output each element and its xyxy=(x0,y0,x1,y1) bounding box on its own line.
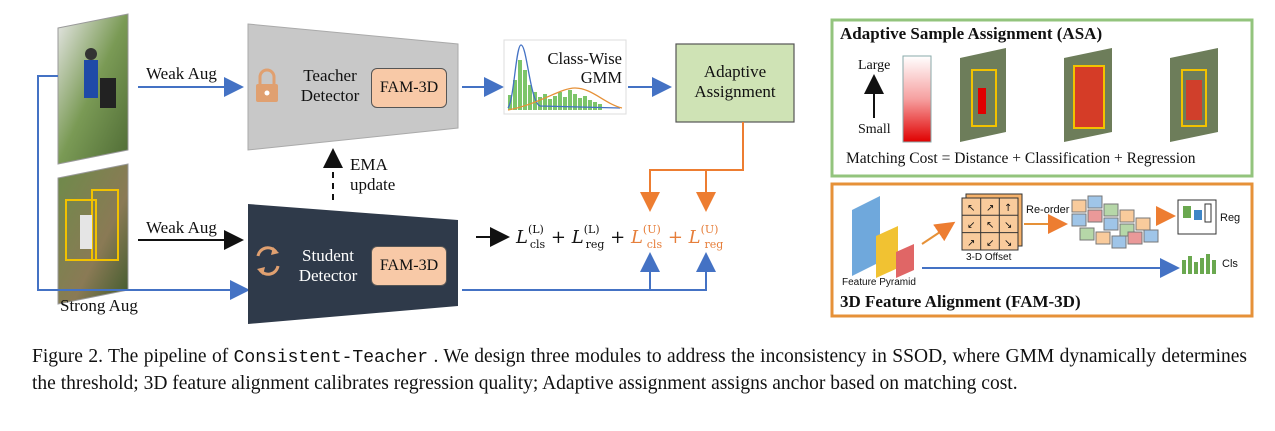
input-image-weak xyxy=(57,13,129,165)
teacher-detector xyxy=(247,23,459,151)
fam-student-box: FAM-3D xyxy=(371,246,447,286)
pyramid-to-offset-arrow xyxy=(921,221,956,245)
svg-text:↖: ↖ xyxy=(986,220,994,231)
strong-to-loss-arrow-reg xyxy=(462,252,716,291)
svg-text:↘: ↘ xyxy=(1004,238,1012,249)
student-detector xyxy=(248,204,458,324)
svg-text:↙: ↙ xyxy=(986,238,994,249)
svg-text:↘: ↘ xyxy=(1004,220,1012,231)
fam3d-title: 3D Feature Alignment (FAM-3D) xyxy=(840,292,1081,311)
reg-output-icon xyxy=(1177,199,1217,235)
reordered-cubes xyxy=(1071,195,1159,249)
cls-label: Cls xyxy=(1222,258,1238,270)
figure-caption: Figure 2. The pipeline of Consistent-Tea… xyxy=(32,346,1247,394)
offset-grid: ↖ ↗ ↑ ↙ ↖ ↘ ↗ ↙ ↘ xyxy=(961,193,1023,251)
weak-aug-label-top: Weak Aug xyxy=(146,64,217,83)
gmm-histogram xyxy=(503,39,627,115)
pipeline-diagram: ↖ ↗ ↑ ↙ ↖ ↘ ↗ ↙ ↘ xyxy=(37,13,1254,324)
svg-text:↗: ↗ xyxy=(986,203,994,214)
feature-pyramid-label: Feature Pyramid xyxy=(842,277,916,288)
asa-title: Adaptive Sample Assignment (ASA) xyxy=(840,24,1103,43)
scale-large-label: Large xyxy=(858,58,891,73)
heat-colorbar xyxy=(902,55,932,143)
asa-heatmap-images xyxy=(960,48,1218,142)
matching-cost-label: Matching Cost = Distance + Classificatio… xyxy=(846,150,1196,167)
scale-small-label: Small xyxy=(858,122,891,137)
reorder-label: Re-order xyxy=(1026,204,1070,216)
lock-icon xyxy=(256,68,278,102)
feature-pyramid xyxy=(852,196,914,278)
svg-text:↑: ↑ xyxy=(1004,203,1012,214)
strong-aug-arrow xyxy=(37,75,250,300)
adaptive-to-cls-arrow xyxy=(640,122,744,212)
refresh-icon xyxy=(256,246,280,276)
weak-aug-label-bottom: Weak Aug xyxy=(146,218,217,237)
strong-aug-label: Strong Aug xyxy=(60,296,138,315)
fam-teacher-box: FAM-3D xyxy=(371,68,447,108)
svg-text:↗: ↗ xyxy=(967,238,975,249)
loss-formula: L(L)cls + L(L)reg + L(U)cls + L(U)reg xyxy=(516,223,724,251)
svg-text:↙: ↙ xyxy=(967,220,975,231)
svg-text:↖: ↖ xyxy=(967,203,975,214)
adaptive-assignment-box xyxy=(675,43,795,123)
input-image-strong xyxy=(57,163,129,305)
offset-label: 3-D Offset xyxy=(966,252,1012,263)
cls-output-icon xyxy=(1182,254,1216,274)
reg-label: Reg xyxy=(1220,212,1241,224)
